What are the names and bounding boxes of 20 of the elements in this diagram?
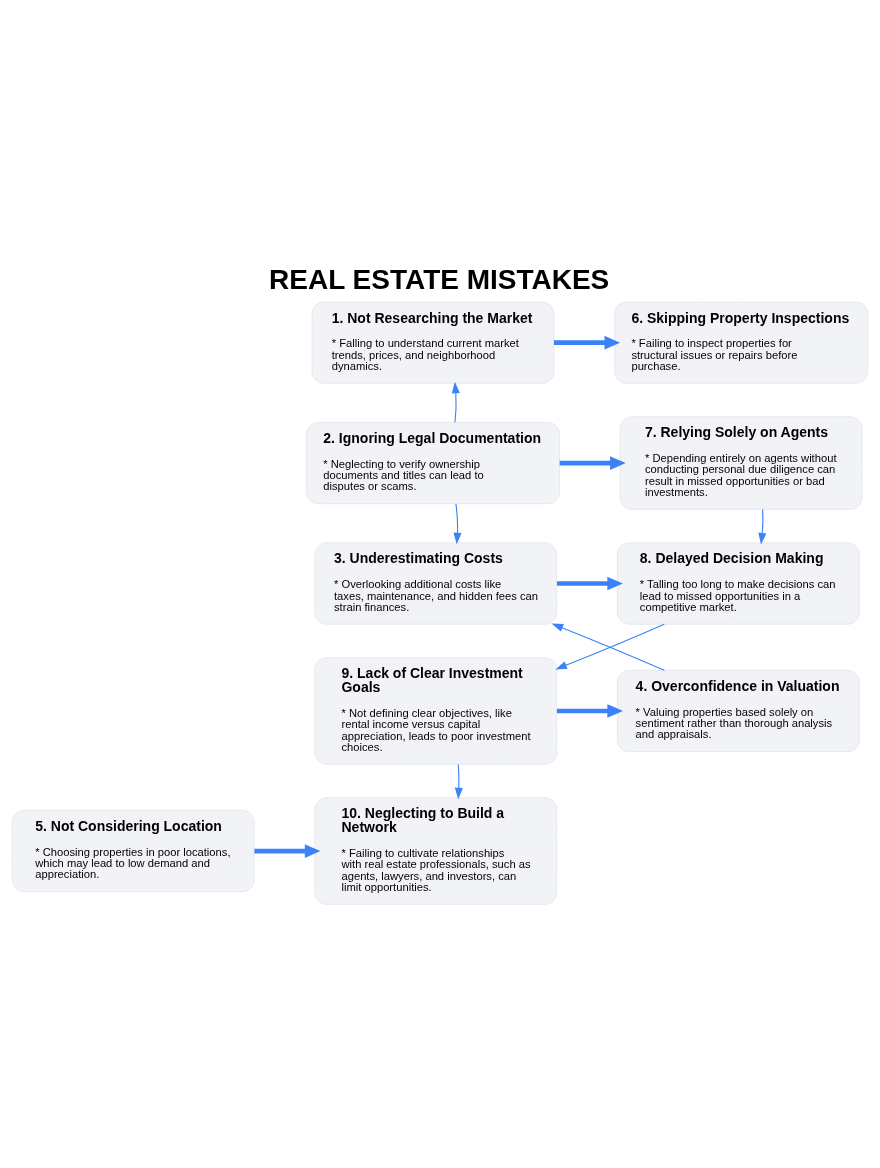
- node-box: 1. Not Researching the Market * Falling to understand current market trends, prices, and neighborhood dynamics.: [311, 301, 555, 384]
- node-box: 10. Neglecting to Build a Network * Failing to cultivate relationships with real estate professionals, such as agents, lawyers, and investors, can limit opportunities.: [314, 797, 558, 905]
- arrow: [454, 764, 463, 800]
- node-box: 4. Overconfidence in Valuation * Valuing properties based solely on sentiment rather than thorough analysis and appraisals.: [616, 669, 860, 753]
- arrow: [556, 576, 623, 591]
- arrow: [559, 456, 626, 470]
- node-box: 8. Delayed Decision Making * Talling too long to make decisions can lead to missed opportunities in a competitive market.: [616, 542, 860, 625]
- node-box: 3. Underestimating Costs * Overlooking additional costs like taxes, maintenance, and hidden fees can strain finances.: [314, 542, 558, 625]
- arrow: [453, 503, 462, 545]
- node-box: 7. Relying Solely on Agents * Depending entirely on agents without conducting personal due diligence can result in missed opportunities or bad investments.: [619, 416, 863, 510]
- arrow: [451, 381, 460, 423]
- arrow: [556, 704, 623, 718]
- diagram-title: REAL ESTATE MISTAKES: [269, 263, 610, 295]
- arrow: [553, 335, 621, 350]
- node-box: 2. Ignoring Legal Documentation * Neglecting to verify ownership documents and titles can lead to disputes or scams.: [306, 422, 560, 505]
- node-box: 9. Lack of Clear Investment Goals * Not defining clear objectives, like rental income versus capital appreciation, leads to poor investment choices.: [314, 657, 558, 765]
- arrow: [254, 844, 321, 858]
- node-box: 5. Not Considering Location * Choosing properties in poor locations, which may lead to low demand and appreciation.: [11, 809, 255, 893]
- arrow: [758, 508, 767, 545]
- node-box: 6. Skipping Property Inspections * Failing to inspect properties for structural issues or repairs before purchase.: [614, 301, 869, 384]
